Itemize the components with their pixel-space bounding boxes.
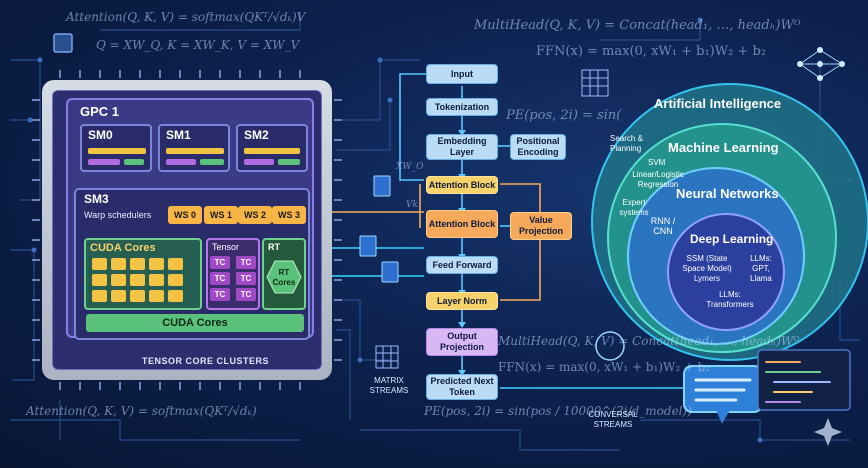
node-positional-encoding: Positional Encoding: [510, 134, 566, 160]
tensor-core: TC: [236, 272, 256, 285]
cuda-core-cell: [149, 258, 164, 270]
node-predicted-next-token: Predicted Next Token: [426, 374, 498, 400]
venn-rnn-cnn: RNN / CNN: [650, 216, 676, 236]
sm2-tensor-bar: [244, 159, 274, 165]
cuda-core-cell: [111, 258, 126, 270]
warp-scheduler-1: WS 1: [204, 206, 238, 224]
equation-pe-bottom: PE(pos, 2i) = sin(pos / 10000^(2i/d_mode…: [424, 404, 692, 418]
sm1-rt-bar: [200, 159, 224, 165]
node-attention-block-2: Attention Block: [426, 210, 498, 238]
venn-ai-label: Artificial Intelligence: [654, 96, 782, 111]
document-icon: [359, 175, 399, 283]
tensor-core: TC: [210, 272, 230, 285]
venn-search-planning: Search & Planning: [610, 134, 643, 153]
sm2-label: SM2: [244, 128, 269, 142]
venn-nn-label: Neural Networks: [676, 186, 779, 201]
tensor-core-clusters-label: TENSOR CORE CLUSTERS: [142, 356, 270, 366]
equation-attention-top: Attention(Q, K, V) = softmax(QKᵀ/√dₖ)V: [66, 10, 306, 24]
equation-ffn-bottom: FFN(x) = max(0, xW₁ + b₁)W₂ + b₂: [498, 360, 711, 374]
node-feed-forward: Feed Forward: [426, 256, 498, 274]
warp-scheduler-3: WS 3: [272, 206, 306, 224]
tensor-core: TC: [236, 288, 256, 301]
sm1-progress: [166, 148, 224, 154]
node-tokenization: Tokenization: [426, 98, 498, 116]
equation-multihead-bottom: MultiHead(Q, K, V) = Concat(head₁, …, he…: [498, 334, 800, 348]
equation-xwo: XW_O: [396, 162, 424, 172]
cuda-core-cell: [92, 258, 107, 270]
tensor-core: TC: [210, 288, 230, 301]
cuda-core-cell: [130, 274, 145, 286]
equation-vk: Vk: [406, 200, 418, 210]
venn-dl-label: Deep Learning: [690, 232, 774, 246]
head-icon: [595, 331, 625, 361]
venn-svm: SVM: [648, 158, 666, 167]
sparkle-icon: [814, 418, 842, 446]
cuda-core-cell: [92, 274, 107, 286]
code-window-icon: [757, 349, 851, 411]
node-attention-block-1: Attention Block: [426, 176, 498, 194]
cuda-core-cell: [168, 290, 183, 302]
node-input: Input: [426, 64, 498, 84]
venn-dl-circle: [667, 213, 785, 331]
cuda-cores-bar: CUDA Cores: [86, 314, 304, 332]
node-value-projection: Value Projection: [510, 212, 572, 240]
rt-cores-label: RT Cores: [272, 268, 296, 287]
venn-ssm: SSM (State Space Model) Lymers: [682, 254, 732, 283]
venn-llms-gpt: LLMs: GPT, Llama: [750, 254, 772, 283]
cuda-core-cell: [111, 274, 126, 286]
equation-pe-top: PE(pos, 2i) = sin(: [506, 108, 622, 123]
equation-ffn-top: FFN(x) = max(0, xW₁ + b₁)W₂ + b₂: [536, 44, 766, 59]
warp-schedulers-label: Warp schedulers: [84, 210, 152, 220]
warp-scheduler-2: WS 2: [238, 206, 272, 224]
cuda-core-cell: [168, 258, 183, 270]
sm1-label: SM1: [166, 128, 191, 142]
cuda-core-cell: [168, 274, 183, 286]
equation-attention-bottom: Attention(Q, K, V) = softmax(QKᵀ/√dₖ): [26, 404, 257, 418]
sm2-rt-bar: [278, 159, 300, 165]
venn-llms-transformers: LLMs: Transformers: [706, 290, 754, 309]
cuda-cores-label: CUDA Cores: [90, 242, 156, 254]
sm0-label: SM0: [88, 128, 113, 142]
tensor-core: TC: [210, 256, 230, 269]
venn-regression: Linear/Logistic Regression: [632, 170, 684, 189]
sm1-tensor-bar: [166, 159, 196, 165]
microchip-icon: [53, 33, 73, 53]
sm2-progress: [244, 148, 300, 154]
equation-qkv: Q = XW_Q, K = XW_K, V = XW_V: [96, 38, 300, 52]
matrix-streams-label: MATRIX STREAMS: [369, 376, 409, 395]
cuda-core-cell: [92, 290, 107, 302]
sm0-rt-bar: [124, 159, 144, 165]
cuda-core-cell: [130, 290, 145, 302]
node-embedding-layer: Embedding Layer: [426, 134, 498, 160]
sm3-label: SM3: [84, 192, 109, 206]
tensor-label: Tensor: [212, 242, 240, 252]
sm0-progress: [88, 148, 146, 154]
cuda-core-cell: [149, 290, 164, 302]
gpc-label: GPC 1: [80, 104, 120, 119]
venn-expert-systems: Expert systems: [619, 198, 649, 217]
tensor-core: TC: [236, 256, 256, 269]
node-output-projection: Output Projection: [426, 328, 498, 356]
node-layer-norm: Layer Norm: [426, 292, 498, 310]
cuda-core-cell: [149, 274, 164, 286]
matrix-icon: [375, 69, 609, 369]
cuda-core-cell: [111, 290, 126, 302]
warp-scheduler-0: WS 0: [168, 206, 202, 224]
rt-label: RT: [268, 242, 280, 252]
venn-ml-label: Machine Learning: [668, 140, 779, 155]
cuda-core-cell: [130, 258, 145, 270]
neural-net-icon: [799, 49, 843, 79]
rt-core-hexagon: [266, 260, 302, 294]
sm0-tensor-bar: [88, 159, 120, 165]
equation-multihead-top: MultiHead(Q, K, V) = Concat(head₁, …, he…: [474, 18, 801, 33]
conversal-streams-label: CONVERSAL STREAMS: [588, 410, 638, 429]
